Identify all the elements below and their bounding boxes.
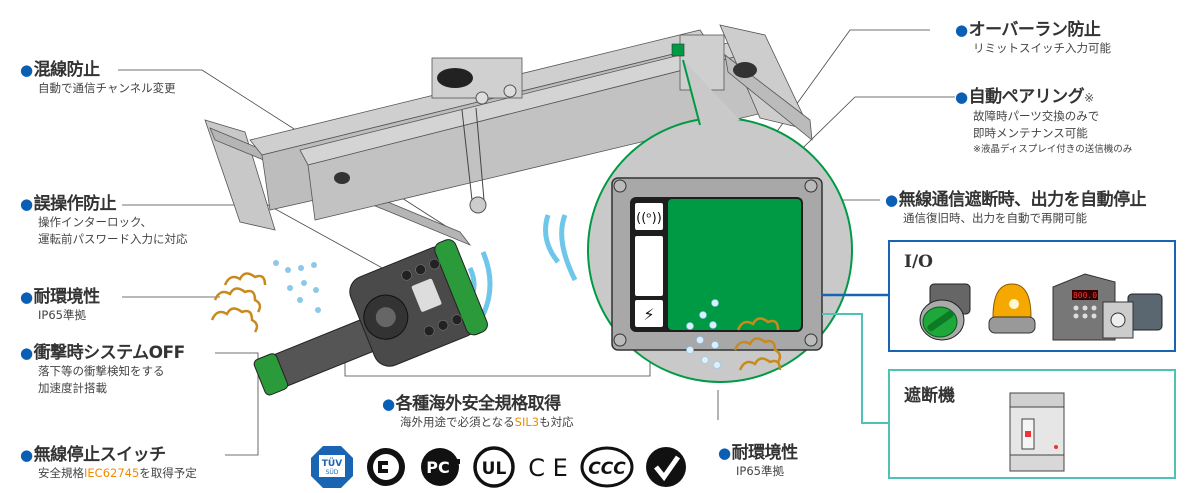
feature-overrun: ●オーバーラン防止 リミットスイッチ入力可能 [955,20,1111,57]
feature-crosstalk: ●混線防止 自動で通信チャンネル変更 [20,60,176,97]
bullet-icon: ● [885,191,898,209]
feature-env-right: ●耐環境性 IP65準拠 [718,443,798,480]
warning-lamp-icon [988,283,1036,334]
standard-highlight: IEC62745 [84,466,140,480]
feature-desc: 即時メンテナンス可能 [973,126,1088,140]
breaker-box-label: 遮断機 [904,386,955,406]
breaker-box: 遮断機 [888,369,1176,479]
tuv-text: TÜV [322,458,342,469]
bullet-icon: ● [20,344,33,362]
dust-cloud-icon [210,272,267,333]
ce-logo: C E [528,454,568,482]
feature-desc: リミットスイッチ入力可能 [973,41,1111,55]
certification-logos: TÜV SÜD PC UL C E CCC [310,445,688,489]
ccc-text: CCC [588,459,626,479]
feature-misoperation: ●誤操作防止 操作インターロック、 運転前パスワード入力に対応 [20,194,188,248]
selector-switch-icon [919,283,971,341]
feature-title: 無線停止スイッチ [33,445,167,465]
breaker-connector [822,313,888,424]
feature-auto-stop: ●無線通信遮断時、出力を自動停止 通信復旧時、出力を自動で再開可能 [885,190,1147,227]
pct-text: PC [426,458,449,477]
water-drop-icon [273,260,321,313]
bullet-icon: ● [20,288,33,306]
feature-desc: 落下等の衝撃検知をする [38,364,165,378]
io-devices: 800.0 [919,273,1163,341]
feature-desc: IP65準拠 [736,464,784,478]
transmitter-icon [253,239,488,396]
feature-title: 無線通信遮断時、出力を自動停止 [898,190,1147,210]
bullet-icon: ● [955,21,968,39]
feature-title: 耐環境性 [33,287,101,307]
bullet-icon: ● [718,444,731,462]
c-tick-logo [646,447,686,487]
feature-title: オーバーラン防止 [968,20,1101,40]
feature-desc: 加速度計搭載 [38,381,107,395]
desc-text: 安全規格 [38,466,84,480]
feature-standards: ●各種海外安全規格取得 海外用途で必須となるSIL3も対応 [382,394,574,431]
feature-pairing: ●自動ペアリング※ 故障時パーツ交換のみで 即時メンテナンス可能 ※液晶ディスプ… [955,87,1132,157]
feature-desc: 運転前パスワード入力に対応 [38,232,188,246]
feature-title: 誤操作防止 [33,194,117,214]
csa-logo [367,448,405,486]
footnote-mark: ※ [1084,91,1094,105]
segment-readout: 800.0 [1073,291,1097,300]
tuv-sub-text: SÜD [326,469,339,476]
bullet-icon: ● [20,61,33,79]
bullet-icon: ● [20,195,33,213]
feature-title: 各種海外安全規格取得 [395,394,562,414]
feature-shock: ●衝撃時システムOFF 落下等の衝撃検知をする 加速度計搭載 [20,343,185,397]
bullet-icon: ● [20,446,33,464]
feature-stop-switch: ●無線停止スイッチ 安全規格IEC62745を取得予定 [20,445,197,482]
feature-desc: 海外用途で必須となるSIL3も対応 [382,414,574,431]
feature-title: 混線防止 [33,60,101,80]
receiver-zoom-bubble: ((ᵒ)) ⚡ [587,59,853,383]
circuit-breaker-icon [1009,392,1065,472]
feature-desc: 操作インターロック、 [38,215,152,229]
standard-highlight: SIL3 [514,415,540,429]
feature-title: 耐環境性 [731,443,799,463]
dust-cloud-icon [733,317,782,371]
desc-text: を取得予定 [139,466,197,480]
feature-desc: 自動で通信チャンネル変更 [38,81,176,95]
desc-text: も対応 [539,415,574,429]
io-box-label: I/O [904,252,933,272]
feature-title: 衝撃時システムOFF [33,343,186,363]
antenna-icon: ((ᵒ)) [636,211,662,226]
feature-desc: 故障時パーツ交換のみで [973,109,1100,123]
ccc-logo: CCC [580,446,634,488]
bullet-icon: ● [382,395,395,413]
feature-env-left: ●耐環境性 IP65準拠 [20,287,100,324]
pct-logo: PC [421,448,460,486]
ce-text: C E [528,454,568,482]
bullet-icon: ● [955,88,968,106]
feature-desc: IP65準拠 [38,308,86,322]
tuv-sud-logo: TÜV SÜD [311,446,353,488]
electric-hazard-icon: ⚡ [643,305,654,324]
io-box: I/O 800.0 [888,240,1176,352]
feature-footnote: ※液晶ディスプレイ付きの送信機のみ [973,144,1133,155]
motor-icon [1102,293,1163,339]
ul-logo: UL [473,446,515,488]
feature-desc: 安全規格IEC62745を取得予定 [20,465,197,482]
desc-text: 海外用途で必須となる [400,415,515,429]
feature-desc: 通信復旧時、出力を自動で再開可能 [903,211,1087,225]
ul-text: UL [482,459,507,479]
wireless-wave-icon [467,214,578,317]
crane-icon [204,24,813,246]
water-drop-icon [686,299,721,369]
feature-title: 自動ペアリング [968,87,1085,107]
